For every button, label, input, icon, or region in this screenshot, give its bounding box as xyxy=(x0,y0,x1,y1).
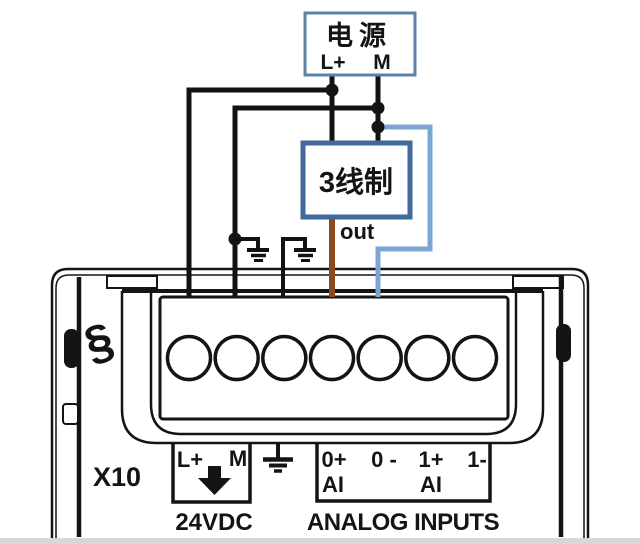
mounting-clip-left-icon xyxy=(64,329,79,368)
terminal-screw-1plus xyxy=(404,334,451,382)
analog-group-caption: ANALOG INPUTS xyxy=(307,509,500,536)
channel0-ai-label: AI xyxy=(322,472,344,497)
transmitter-box: 3线制 out xyxy=(300,140,413,244)
terminal-screw-m xyxy=(213,334,260,382)
module-port-label: X10 xyxy=(93,462,141,492)
earth-ground-icon xyxy=(235,237,269,262)
transmitter-outline xyxy=(300,140,413,220)
image-bottom-strip xyxy=(0,538,640,544)
terminal-screw-lplus xyxy=(165,334,213,382)
plc-module: § xyxy=(50,267,590,538)
wire-lplus-branch-to-module xyxy=(186,87,332,297)
terminal-screw-0plus xyxy=(308,334,356,382)
terminal-screw-1minus xyxy=(451,334,499,382)
module-terminal-lplus-label: L+ xyxy=(177,447,203,472)
power-supply-outline xyxy=(303,11,417,77)
terminal-screw-earth xyxy=(261,334,308,382)
lid-tab-left xyxy=(106,275,158,289)
module-casing-outer xyxy=(50,267,590,538)
power-supply-label: 电源 xyxy=(326,21,392,51)
terminal-cover-outer xyxy=(120,291,545,445)
terminal-0plus-label: 0+ xyxy=(321,447,346,472)
down-arrow-icon xyxy=(198,466,231,495)
wire-blue-signal xyxy=(375,124,433,297)
ground1-lead xyxy=(235,237,260,248)
power-group-bracket xyxy=(171,443,252,504)
terminal-0minus-label: 0 - xyxy=(371,447,397,472)
earth-terminal-icon xyxy=(263,444,293,473)
junction-dot xyxy=(325,83,339,97)
channel1-ai-label: AI xyxy=(420,472,442,497)
latch-notch xyxy=(62,403,79,425)
terminal-cover-inner xyxy=(149,291,518,436)
terminal-1minus-label: 1- xyxy=(467,447,487,472)
junction-dot xyxy=(371,120,385,134)
transmitter-label: 3线制 xyxy=(319,166,393,199)
power-supply-box: 电源 L+ M xyxy=(303,11,417,77)
analog-group-bracket xyxy=(315,443,492,503)
module-casing-inner-seam xyxy=(55,274,585,538)
terminal-labels: X10 L+ M 24VDC 0+ 0 - 1+ 1- AI AI ANALOG… xyxy=(93,443,500,536)
terminal-1plus-label: 1+ xyxy=(418,447,443,472)
module-terminal-m-label: M xyxy=(229,446,247,471)
din-clip-icon: § xyxy=(78,313,120,372)
power-supply-terminal-m: M xyxy=(373,51,391,74)
earth-ground-icon xyxy=(281,237,316,297)
junction-dot xyxy=(371,101,385,115)
power-group-caption: 24VDC xyxy=(175,509,252,536)
transmitter-out-label: out xyxy=(340,219,375,244)
ground2-lead xyxy=(281,237,307,297)
terminal-screws xyxy=(165,334,499,382)
terminal-screw-0minus xyxy=(356,334,403,382)
lid-tab-right xyxy=(512,275,564,289)
wiring xyxy=(186,75,433,297)
power-supply-terminal-lplus: L+ xyxy=(320,51,345,74)
mounting-clip-right-icon xyxy=(556,324,571,362)
